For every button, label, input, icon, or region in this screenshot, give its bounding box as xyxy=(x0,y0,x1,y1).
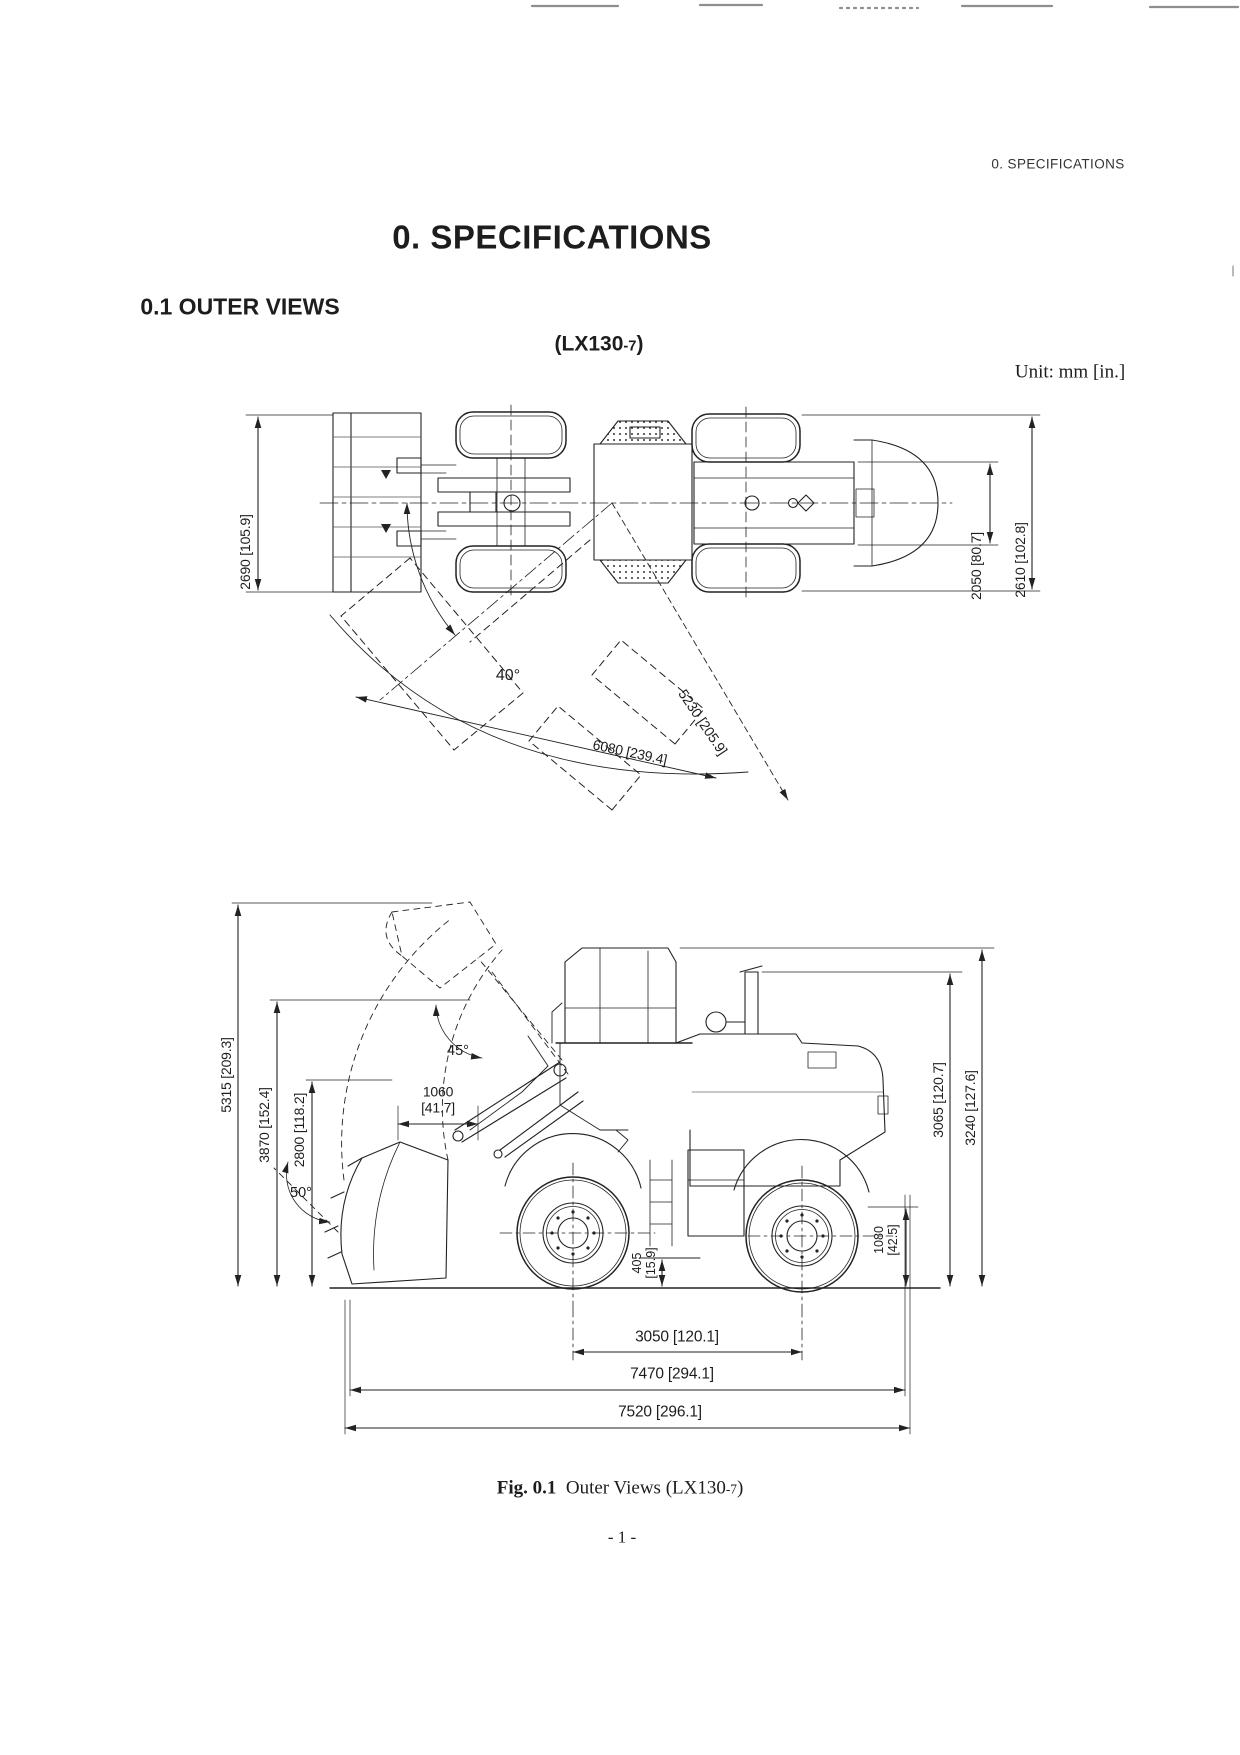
dump-angle-label: 45° xyxy=(447,1042,469,1059)
model-sub: -7 xyxy=(623,338,637,355)
rear-clearance-dim: 1080 [42.5] xyxy=(872,1224,900,1255)
ground-clearance-in: [15.9] xyxy=(644,1247,658,1279)
reach-dim-mm: 1060 xyxy=(422,1083,454,1100)
figure-caption: Fig. 0.1 Outer Views (LX130-7) xyxy=(497,1478,744,1501)
overall-height-dim: 3240 [127.6] xyxy=(962,1070,978,1146)
top-view-drawing xyxy=(319,404,953,601)
figure-caption-number: Fig. 0.1 xyxy=(496,1477,557,1499)
figure-caption-sub: -7 xyxy=(725,1481,737,1497)
reach-dim: 1060 [41.7] xyxy=(421,1084,455,1115)
rear-clearance-in: [42.5] xyxy=(886,1224,900,1256)
side-view-drawing xyxy=(273,901,941,1361)
ground-clearance-mm: 405 xyxy=(630,1252,644,1274)
dump-clearance-dim: 2800 [118.2] xyxy=(291,1092,307,1168)
figure-caption-text: Outer Views (LX130 xyxy=(565,1477,726,1499)
bucket-width-dim: 2690 [105.9] xyxy=(237,514,253,590)
height-bucket-raised-dim: 5315 [209.3] xyxy=(218,1037,234,1113)
wheelbase-dim: 3050 [120.1] xyxy=(635,1328,719,1346)
model-suffix: ) xyxy=(636,332,644,356)
rear-clearance-mm: 1080 xyxy=(872,1226,886,1254)
ground-clearance-dim: 405 [15.9] xyxy=(630,1247,658,1278)
articulation-angle-label: 40° xyxy=(495,667,521,684)
top-view-dimensions xyxy=(245,414,1041,593)
page-title: 0. SPECIFICATIONS xyxy=(392,218,712,256)
unit-note: Unit: mm [in.] xyxy=(1014,361,1126,383)
model-prefix: (LX130 xyxy=(554,332,624,356)
overall-length-dim: 7520 [296.1] xyxy=(618,1403,702,1421)
top-view-articulation xyxy=(329,502,789,811)
overall-width-dim: 2610 [102.8] xyxy=(1012,522,1028,598)
page-number: - 1 - xyxy=(607,1527,637,1547)
figure-caption-end: ) xyxy=(736,1477,744,1499)
rollback-angle-label: 50° xyxy=(290,1184,312,1201)
reach-dim-in: [41.7] xyxy=(421,1099,455,1115)
hinge-pin-height-dim: 3870 [152.4] xyxy=(256,1087,272,1163)
model-heading: (LX130-7) xyxy=(555,334,644,355)
scan-artifacts xyxy=(530,3,1240,277)
length-to-bucket-face-dim: 7470 [294.1] xyxy=(630,1365,714,1383)
section-heading: 0.1 OUTER VIEWS xyxy=(140,293,340,320)
rear-width-dim: 2050 [80.7] xyxy=(968,532,984,600)
running-header: 0. SPECIFICATIONS xyxy=(991,156,1125,172)
side-view-dimensions xyxy=(231,902,995,1435)
height-to-cab-dim: 3065 [120.7] xyxy=(930,1062,946,1138)
